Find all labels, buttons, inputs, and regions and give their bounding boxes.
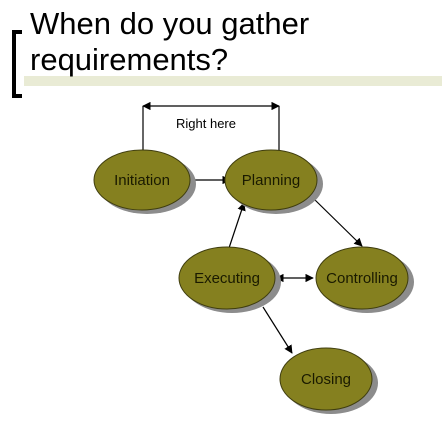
arrow-planning-to-controlling bbox=[313, 198, 363, 247]
node-executing-label: Executing bbox=[194, 270, 260, 287]
right-here-connector: Right here bbox=[142, 101, 280, 156]
arrow-executing-to-planning bbox=[228, 202, 246, 249]
node-closing: Closing bbox=[279, 347, 378, 414]
node-initiation-ellipse bbox=[93, 149, 191, 211]
node-controlling-ellipse bbox=[315, 246, 409, 310]
node-controlling: Controlling bbox=[315, 246, 414, 313]
node-controlling-label: Controlling bbox=[326, 270, 398, 287]
title-bracket bbox=[12, 30, 22, 98]
slide-title: When do you gather requirements? bbox=[30, 6, 310, 77]
arrow-executing-to-closing bbox=[262, 306, 293, 354]
flow-arrows bbox=[189, 175, 363, 354]
right-here-label: Right here bbox=[176, 116, 236, 131]
node-executing: Executing bbox=[178, 246, 281, 313]
node-initiation-label: Initiation bbox=[114, 172, 170, 189]
node-initiation: Initiation bbox=[93, 149, 196, 214]
node-closing-label: Closing bbox=[301, 371, 351, 388]
node-closing-ellipse bbox=[279, 347, 373, 411]
node-planning-label: Planning bbox=[242, 172, 300, 189]
node-executing-ellipse bbox=[178, 246, 276, 310]
node-planning-ellipse bbox=[224, 149, 318, 211]
node-planning: Planning bbox=[224, 149, 323, 214]
title-band bbox=[24, 76, 442, 86]
